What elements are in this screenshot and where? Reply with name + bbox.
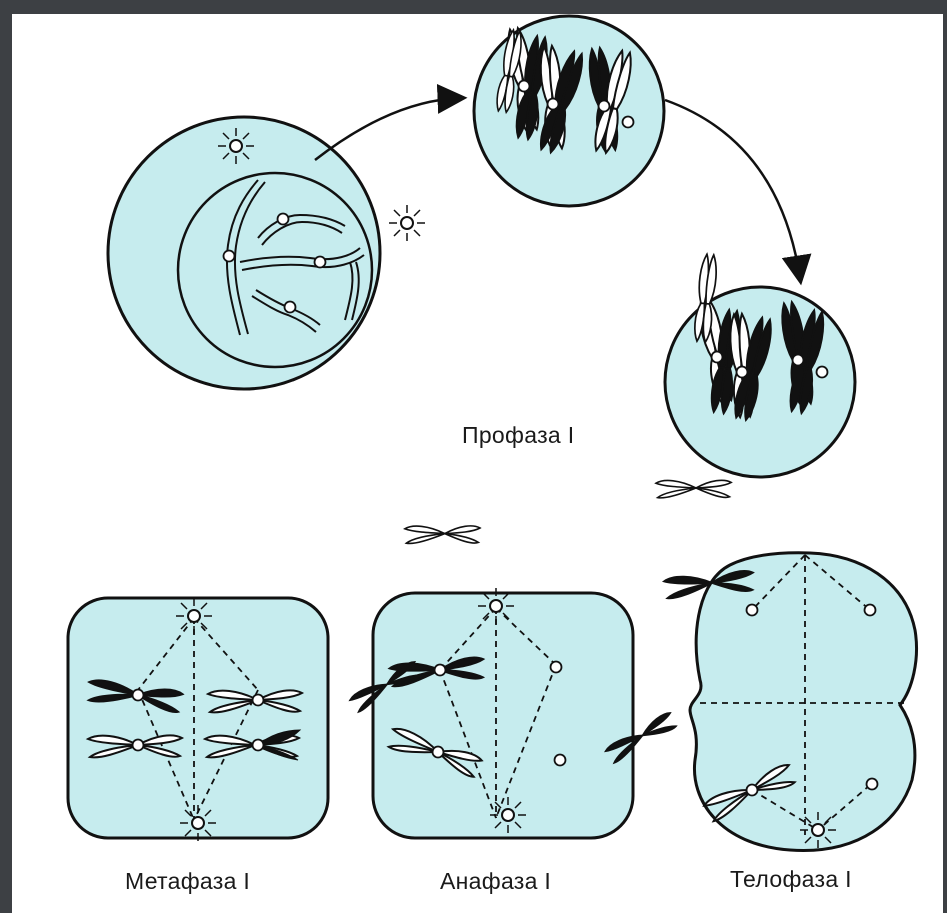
prophase-cell [108, 117, 380, 389]
centromere-icon [278, 214, 289, 225]
prophase-detail-1 [474, 16, 664, 206]
centriole-icon [218, 128, 254, 164]
telophase-cell [604, 480, 916, 850]
prophase-label: Профаза I [462, 422, 574, 449]
anaphase-cell [349, 526, 633, 838]
arrow-to-detail-2 [665, 100, 800, 278]
centromere-icon [285, 302, 296, 313]
anaphase-label: Анафаза I [440, 868, 551, 895]
telophase-label: Телофаза I [730, 866, 852, 893]
centromere-icon [224, 251, 235, 262]
arrow-to-detail-1 [315, 98, 460, 160]
metaphase-cell [68, 598, 328, 841]
prophase-detail-2 [665, 254, 855, 477]
metaphase-label: Метафаза I [125, 868, 250, 895]
centriole-icon [389, 205, 425, 241]
centromere-icon [315, 257, 326, 268]
